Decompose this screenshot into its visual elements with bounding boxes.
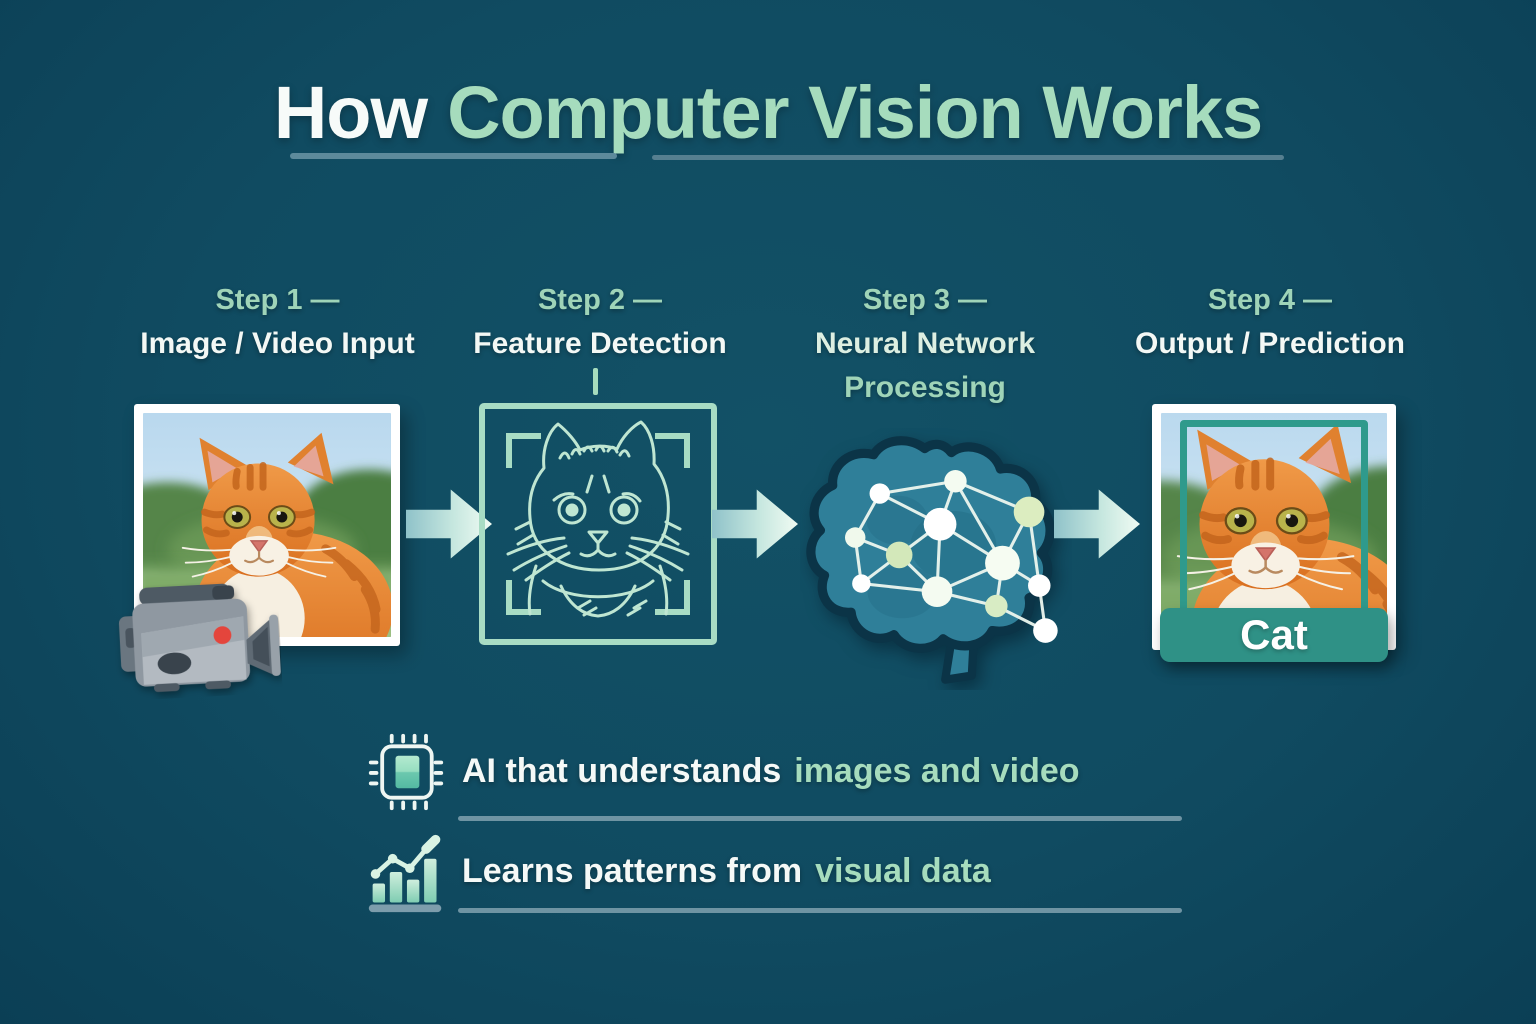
prediction-label: Cat — [1160, 608, 1388, 662]
step-4-heading: Step 4 — Output / Prediction — [1100, 278, 1440, 366]
brain-network-icon — [806, 436, 1058, 684]
footer-line-2: Learns patterns from visual data — [462, 852, 991, 891]
step-2-label: Step 2 — — [537, 284, 663, 316]
step-3-name-line2: Processing — [844, 371, 1006, 404]
step-3-label: Step 3 — — [862, 284, 988, 316]
step-1-name: Image / Video Input — [140, 327, 415, 360]
footer-divider-1 — [458, 816, 1182, 821]
title-highlight: Computer Vision Works — [447, 71, 1263, 154]
footer-2-white: Learns patterns from — [462, 852, 803, 890]
step-1-heading: Step 1 — Image / Video Input — [90, 278, 465, 366]
network-nodes — [844, 470, 1058, 643]
step-4-label: Step 4 — — [1207, 284, 1333, 316]
footer-1-green: images and video — [794, 752, 1080, 790]
output-photo-card: Cat — [1152, 404, 1396, 662]
title-underline-right — [652, 155, 1284, 160]
bar-chart-icon — [368, 834, 442, 913]
title-prefix: How — [273, 71, 428, 154]
footer-1-white: AI that understands — [462, 752, 782, 790]
title-underline-left — [290, 153, 617, 159]
step-3-name-line1: Neural Network — [814, 327, 1036, 360]
arrow-right-icon — [712, 489, 798, 559]
cat-outline-drawing — [506, 420, 690, 618]
footer-2-green: visual data — [815, 852, 991, 890]
step-3-heading: Step 3 — Neural Network Processing — [770, 278, 1080, 410]
step-4-name: Output / Prediction — [1135, 327, 1405, 360]
footer-line-1: AI that understands images and video — [462, 752, 1080, 791]
footer-divider-2 — [458, 908, 1182, 913]
step-2-name: Feature Detection — [473, 327, 727, 360]
step-2-heading: Step 2 — Feature Detection — [440, 278, 760, 366]
prediction-label-text: Cat — [1240, 611, 1308, 658]
page-title: How Computer Vision Works — [0, 70, 1536, 155]
step-2-pointer-tick — [593, 368, 598, 395]
bounding-box — [1180, 420, 1368, 616]
step-1-label: Step 1 — — [215, 284, 340, 316]
chip-icon — [368, 733, 444, 811]
detection-frame-icon — [479, 403, 717, 645]
video-camera-icon — [118, 583, 281, 692]
